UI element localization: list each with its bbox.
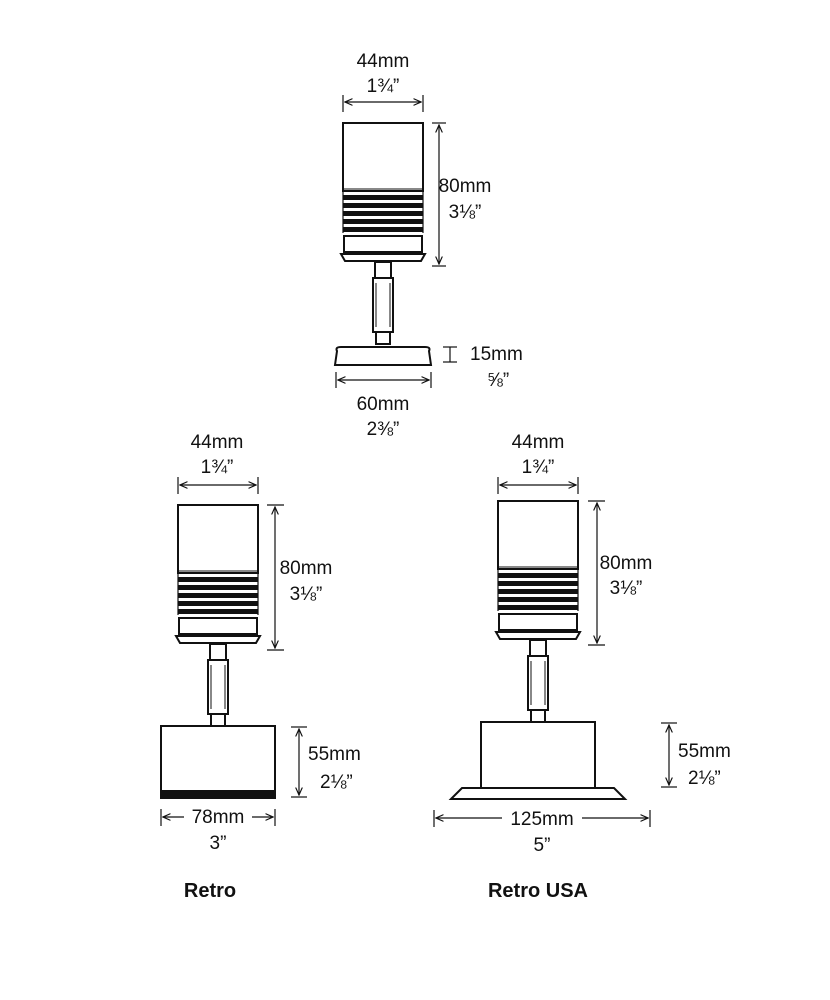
retro-housing-width-in: 3”	[210, 833, 227, 854]
retro-usa-housing-height-mm: 55mm	[678, 741, 731, 762]
retro-caption: Retro	[184, 880, 236, 902]
retro-usa-flange-width-in: 5”	[534, 835, 551, 856]
top-height-mm: 80mm	[439, 176, 492, 197]
retro-usa-flange-width-mm: 125mm	[510, 809, 573, 830]
retro-usa-height-in: 3⅛”	[610, 578, 643, 599]
retro-usa-height-mm: 80mm	[600, 553, 653, 574]
top-width-mm: 44mm	[357, 51, 410, 72]
top-base-plate	[333, 346, 433, 366]
top-base-height-in: ⅝”	[487, 370, 509, 391]
top-spotlight-body	[333, 122, 433, 366]
retro-usa-housing	[480, 721, 596, 789]
retro-height-in: 3⅛”	[290, 584, 323, 605]
retro-height-mm: 80mm	[280, 558, 333, 579]
retro-usa-housing-height-in: 2⅛”	[688, 768, 721, 789]
retro-usa-width-in: 1¾”	[522, 457, 555, 478]
retro-fixture: 44mm 1¾” 80mm 3⅛” 55mm 2⅛” 78mm 3”	[160, 432, 361, 854]
surface-mount-fixture: 44mm 1¾” 80mm 3⅛” 15mm ⅝” 60mm 2⅜”	[333, 51, 523, 440]
top-height-in: 3⅛”	[449, 202, 482, 223]
retro-usa-trim-flange	[448, 787, 628, 800]
retro-width-in: 1¾”	[201, 457, 234, 478]
top-base-width-mm: 60mm	[357, 394, 410, 415]
retro-usa-width-mm: 44mm	[512, 432, 565, 453]
retro-housing-height-mm: 55mm	[308, 744, 361, 765]
retro-housing-width-mm: 78mm	[192, 807, 245, 828]
top-base-width-in: 2⅜”	[367, 419, 400, 440]
retro-housing-height-in: 2⅛”	[320, 772, 353, 793]
retro-width-mm: 44mm	[191, 432, 244, 453]
top-width-in: 1¾”	[367, 76, 400, 97]
top-base-height-mm: 15mm	[470, 344, 523, 365]
retro-housing	[160, 725, 276, 799]
retro-usa-caption: Retro USA	[488, 880, 588, 902]
retro-usa-spotlight-body	[448, 500, 628, 800]
retro-usa-fixture: 44mm 1¾” 80mm 3⅛” 55mm 2⅛” 125mm 5”	[433, 432, 731, 856]
retro-spotlight-body	[160, 504, 276, 799]
